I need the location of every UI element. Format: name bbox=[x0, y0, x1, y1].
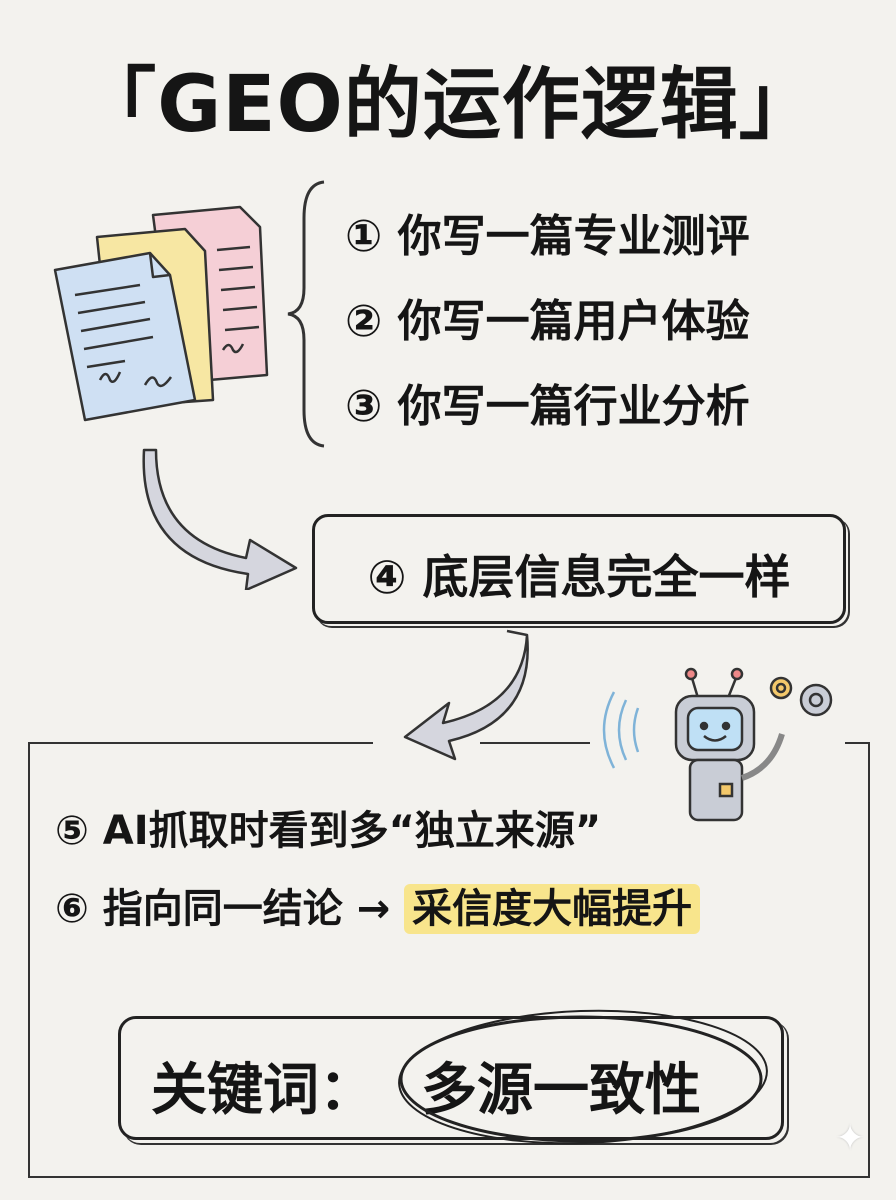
page-title: 「GEO的运作逻辑」 bbox=[78, 60, 818, 150]
list-item: ③ 你写一篇行业分析 bbox=[345, 381, 750, 432]
step4-box: ④ 底层信息完全一样 bbox=[312, 514, 846, 624]
robot-icon bbox=[602, 667, 833, 822]
documents-icon bbox=[53, 205, 269, 422]
keyword-box: 关键词： 多源一致性 bbox=[118, 1009, 784, 1145]
circle-mark-icon bbox=[398, 1009, 768, 1145]
divider bbox=[480, 742, 590, 744]
sparkle-icon: ✦ bbox=[835, 1118, 866, 1159]
highlight-text: 采信度大幅提升 bbox=[404, 884, 701, 934]
keyword-value: 多源一致性 bbox=[421, 1058, 701, 1123]
divider bbox=[28, 742, 373, 744]
list-item: ① 你写一篇专业测评 bbox=[345, 211, 750, 262]
curved-arrow-icon bbox=[403, 629, 529, 761]
divider bbox=[845, 742, 868, 744]
step6-line: ⑥ 指向同一结论 → 采信度大幅提升 bbox=[55, 876, 701, 934]
step6-prefix: ⑥ 指向同一结论 → bbox=[55, 886, 391, 932]
curved-arrow-icon bbox=[142, 448, 298, 590]
list-item: ② 你写一篇用户体验 bbox=[345, 296, 750, 347]
brace-icon bbox=[287, 180, 325, 448]
keyword-label: 关键词： bbox=[151, 1058, 375, 1123]
step5-text: ⑤ AI抓取时看到多“独立来源” bbox=[55, 808, 602, 854]
result-panel bbox=[28, 742, 870, 1178]
step4-text: ④ 底层信息完全一样 bbox=[367, 550, 791, 604]
